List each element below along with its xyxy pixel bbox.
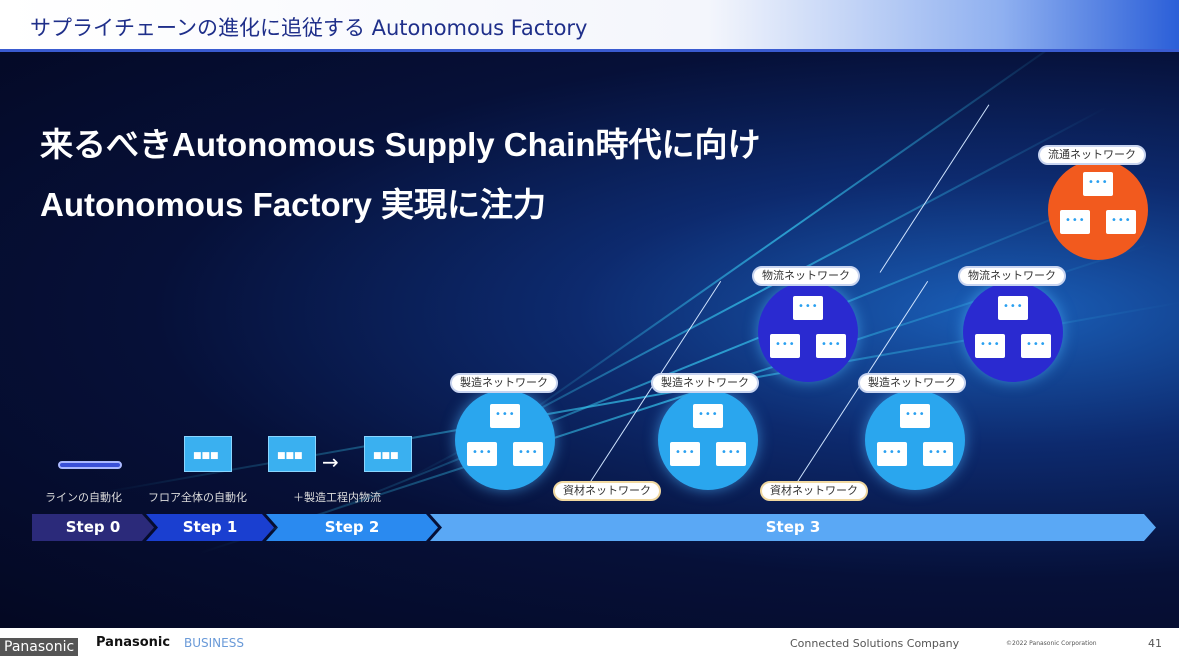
- logistics-network-label: 物流ネットワーク: [958, 266, 1066, 286]
- manufacturing-network-label: 製造ネットワーク: [651, 373, 759, 393]
- factory-icon: [184, 436, 232, 472]
- materials-network-label: 資材ネットワーク: [553, 481, 661, 501]
- manufacturing-network-label: 製造ネットワーク: [858, 373, 966, 393]
- slide-body: 来るべきAutonomous Supply Chain時代に向け Autonom…: [0, 52, 1179, 628]
- logistics-network-label: 物流ネットワーク: [752, 266, 860, 286]
- factory-icon: [877, 442, 907, 466]
- stage-label: フロア全体の自動化: [148, 491, 247, 504]
- copyright: ©2022 Panasonic Corporation: [1006, 640, 1097, 647]
- logistics-network-circle: [963, 282, 1063, 382]
- manufacturing-network-circle: [455, 390, 555, 490]
- factory-icon: [900, 404, 930, 428]
- factory-icon: [513, 442, 543, 466]
- factory-icon: [467, 442, 497, 466]
- step-3: Step 3: [430, 514, 1156, 541]
- factory-icon: [490, 404, 520, 428]
- manufacturing-network-circle: [658, 390, 758, 490]
- source-overlay-label: Panasonic: [0, 638, 79, 656]
- factory-icon: [923, 442, 953, 466]
- factory-icon: [716, 442, 746, 466]
- business-logo: BUSINESS: [184, 636, 244, 650]
- truck-icon: [793, 296, 823, 320]
- truck-icon: [1021, 334, 1051, 358]
- slide-header: サプライチェーンの進化に追従する Autonomous Factory: [0, 0, 1179, 52]
- truck-icon: [816, 334, 846, 358]
- step-0: Step 0: [32, 514, 154, 541]
- headline-line1: 来るべきAutonomous Supply Chain時代に向け: [40, 126, 761, 163]
- logistics-network-circle: [758, 282, 858, 382]
- page-number: 41: [1148, 637, 1162, 650]
- company-name: Connected Solutions Company: [790, 637, 960, 650]
- factory-icon: [364, 436, 412, 472]
- truck-icon: [975, 334, 1005, 358]
- step-2: Step 2: [266, 514, 438, 541]
- distribution-network-label: 流通ネットワーク: [1038, 145, 1146, 165]
- panasonic-logo: Panasonic: [96, 635, 171, 650]
- slide-footer: Panasonic BUSINESS Connected Solutions C…: [0, 628, 1179, 658]
- distribution-network-circle: [1048, 160, 1148, 260]
- manufacturing-network-label: 製造ネットワーク: [450, 373, 558, 393]
- truck-icon: [998, 296, 1028, 320]
- store-icon: [1106, 210, 1136, 234]
- stage-label: ラインの自動化: [45, 491, 122, 504]
- headline-line2: Autonomous Factory 実現に注力: [40, 186, 547, 223]
- store-icon: [1083, 172, 1113, 196]
- factory-icon: [670, 442, 700, 466]
- arrow-right-icon: →: [322, 450, 339, 474]
- slide-title: サプライチェーンの進化に追従する Autonomous Factory: [30, 16, 588, 40]
- truck-icon: [770, 334, 800, 358]
- factory-icon: [693, 404, 723, 428]
- factory-icon: [268, 436, 316, 472]
- manufacturing-network-circle: [865, 390, 965, 490]
- stage-label: ＋製造工程内物流: [293, 491, 381, 504]
- store-icon: [1060, 210, 1090, 234]
- conveyor-icon: [58, 461, 122, 469]
- step-1: Step 1: [146, 514, 274, 541]
- materials-network-label: 資材ネットワーク: [760, 481, 868, 501]
